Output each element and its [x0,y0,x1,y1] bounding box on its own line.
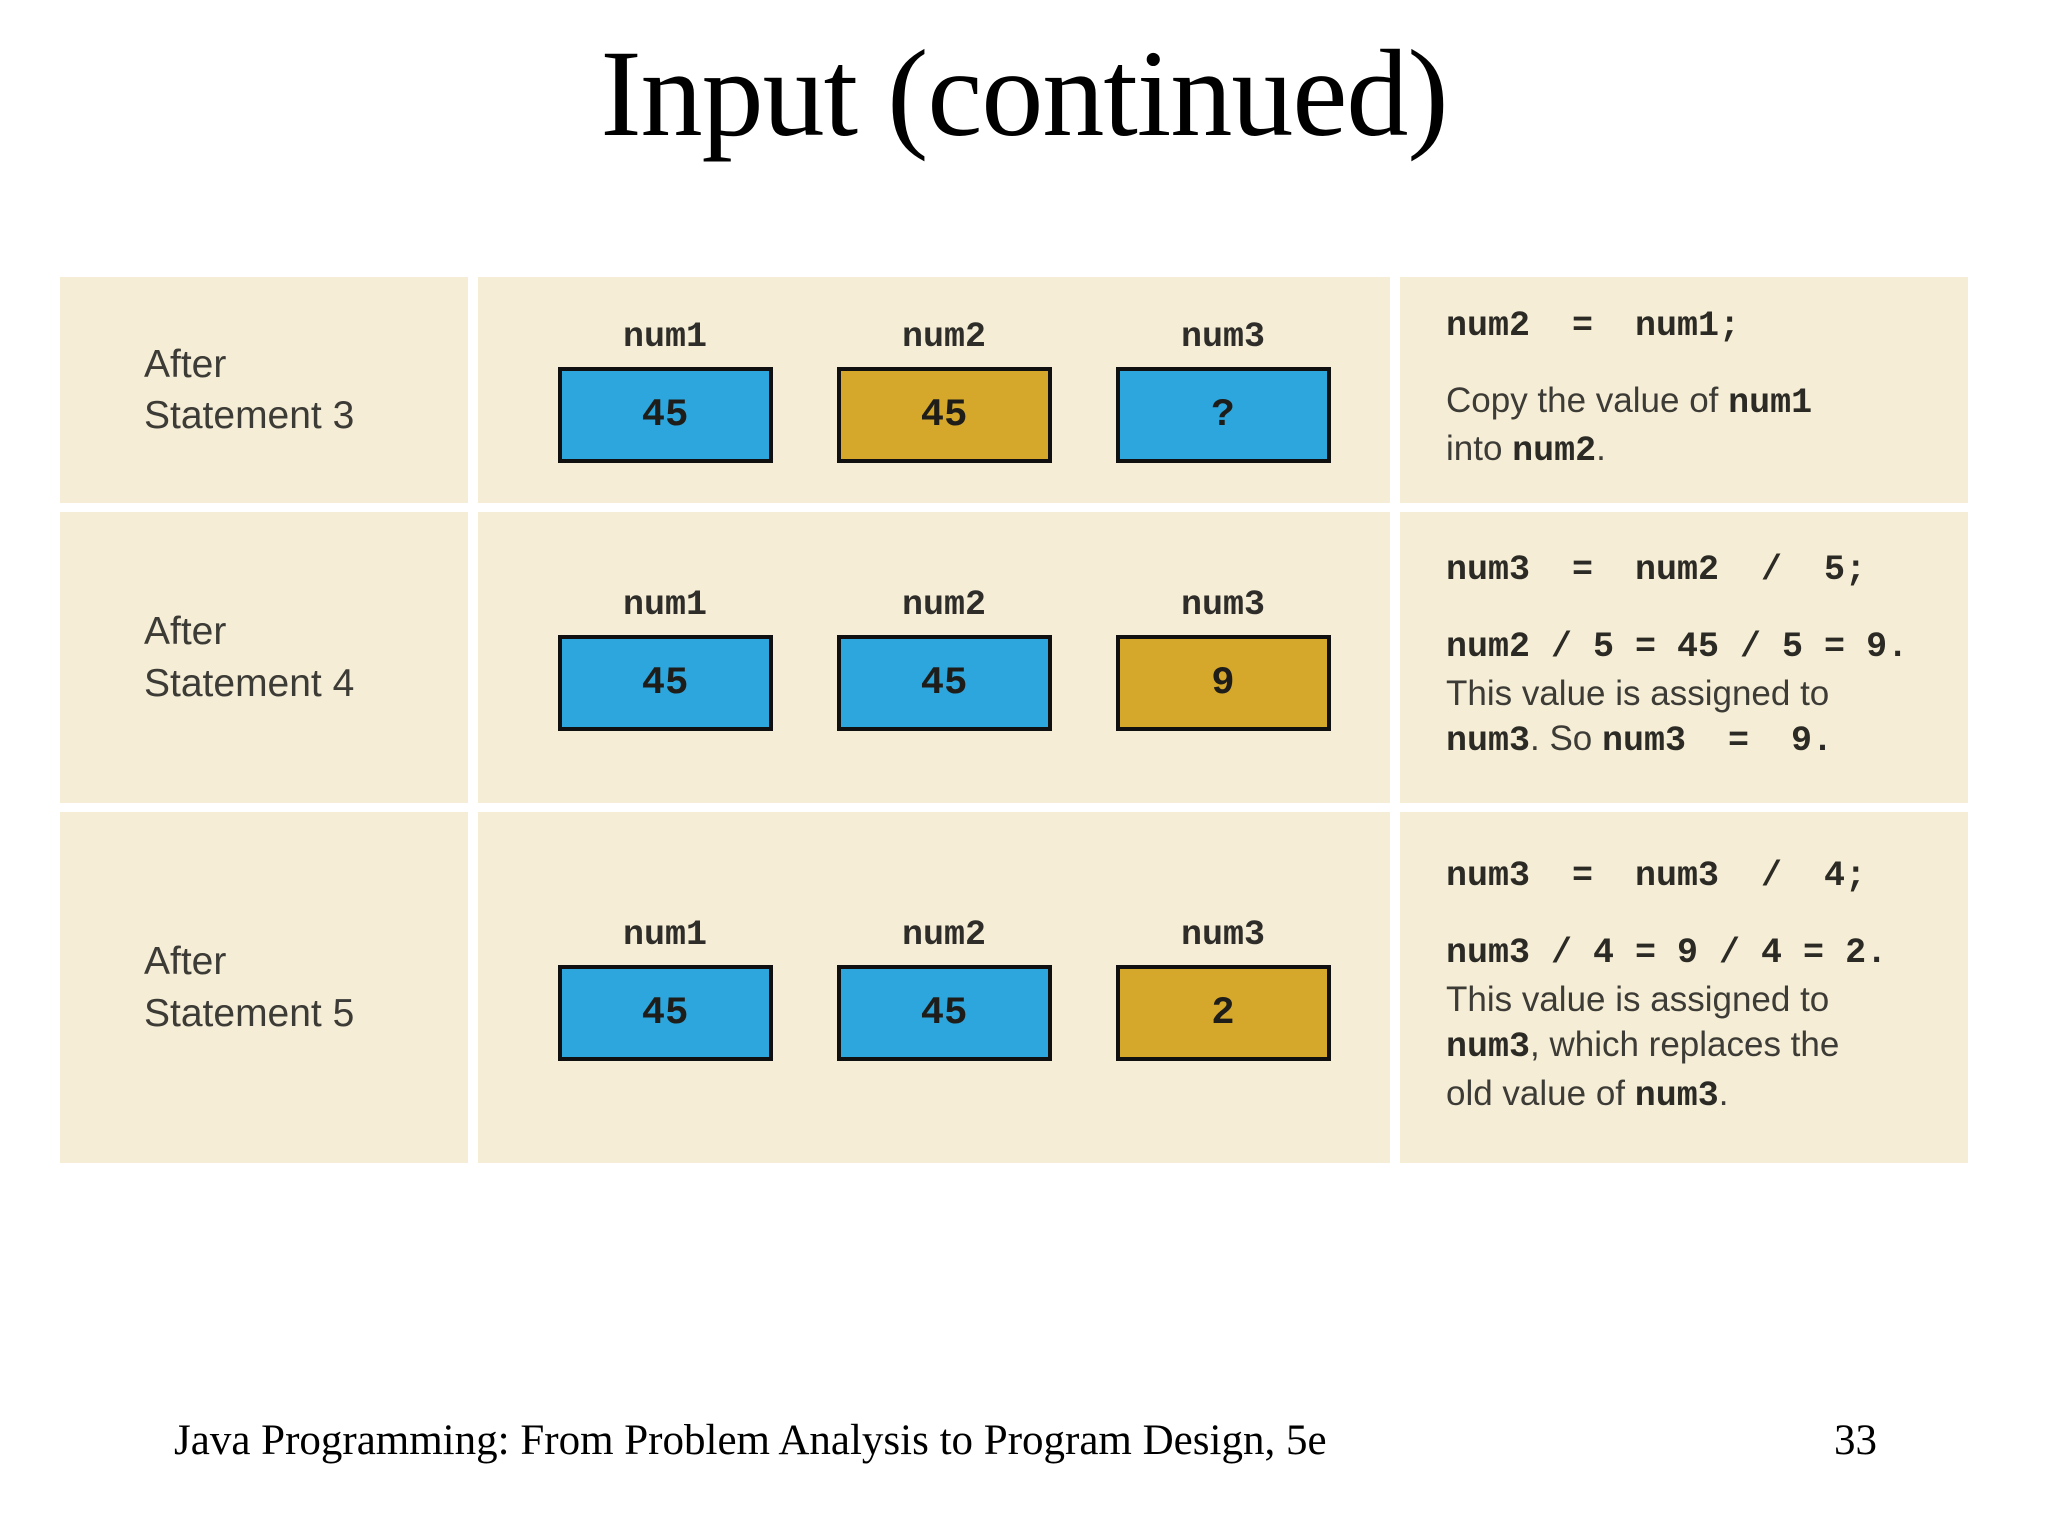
variable-value-box: 2 [1115,964,1331,1061]
variable-name-label: num3 [1180,914,1265,955]
variable-value: ? [1211,393,1235,437]
expl-segment-code: num2 / 5 = 45 / 5 = 9. [1446,627,1909,668]
row1-label-line1: After [144,342,227,386]
variable-value-box: 45 [836,367,1052,463]
row1-code-statement: num2 = num1; [1446,305,1741,346]
row2-variable-num3: num3 9 [1115,584,1331,731]
row1-variable-num2: num2 45 [836,317,1052,463]
row3-label-cell: After Statement 5 [60,812,468,1163]
row2-code-statement: num3 = num2 / 5; [1446,550,1867,591]
variable-trace-table: After Statement 3 num1 45 num2 45 num3 ? [60,277,1968,1163]
variable-value: 2 [1211,990,1235,1035]
expl-segment: old value of [1446,1073,1635,1113]
row1-variable-num1: num1 45 [557,317,773,463]
variable-value: 45 [641,393,689,437]
expl-segment: This value is assigned to [1446,979,1830,1019]
row2-variable-num1: num1 45 [557,584,773,731]
row2-variables-cell: num1 45 num2 45 num3 9 [478,512,1390,803]
row2-label-cell: After Statement 4 [60,512,468,803]
row1-variable-num3: num3 ? [1115,317,1331,463]
expl-segment-code: num3 = 9. [1602,721,1834,762]
row2-explanation-cell: num3 = num2 / 5; num2 / 5 = 45 / 5 = 9. T… [1400,512,1968,803]
variable-value: 45 [920,990,968,1035]
slide-title: Input (continued) [600,25,1448,162]
row1-explanation-text: Copy the value of num1 into num2. [1446,378,1948,475]
variable-value-box: 45 [557,367,773,463]
expl-segment: , which replaces the [1530,1025,1840,1064]
variable-name-label: num3 [1180,584,1265,625]
variable-value-box: 45 [836,964,1052,1061]
expl-segment-code: num1 [1728,382,1813,423]
variable-name-label: num2 [901,914,986,955]
variable-value: 9 [1211,660,1235,705]
variable-value-box: ? [1115,367,1331,463]
variable-name-label: num2 [901,317,986,357]
row3-variable-num2: num2 45 [836,914,1052,1061]
row1-label-line2: Statement 3 [144,394,355,437]
row3-variables-cell: num1 45 num2 45 num3 2 [478,812,1390,1163]
variable-name-label: num1 [622,584,707,625]
expl-segment: . So [1530,719,1602,759]
variable-name-label: num2 [901,584,986,625]
expl-segment: into [1446,429,1513,468]
expl-segment-code: num3 [1446,1027,1531,1067]
variable-value-box: 45 [557,964,773,1061]
row3-label: After Statement 5 [144,936,354,1039]
expl-segment: Copy the value of [1446,380,1729,420]
row1-explanation-cell: num2 = num1; Copy the value of num1 into … [1400,277,1968,503]
row3-variable-num3: num3 2 [1115,914,1331,1061]
variable-name-label: num3 [1180,317,1265,357]
variable-value: 45 [641,990,689,1035]
footer-book-title: Java Programming: From Problem Analysis … [174,1417,1327,1464]
footer-page-number: 33 [1834,1417,1877,1464]
expl-segment-code: num3 [1634,1075,1719,1116]
expl-segment: . [1596,429,1606,468]
variable-name-label: num1 [622,914,707,955]
expl-segment-code: num3 / 4 = 9 / 4 = 2. [1446,933,1888,973]
variable-value: 45 [920,393,968,437]
variable-value: 45 [641,660,689,705]
row3-code-statement: num3 = num3 / 4; [1446,856,1867,896]
row1-label: After Statement 3 [144,339,354,442]
row3-explanation-text: num3 / 4 = 9 / 4 = 2. This value is assig… [1446,928,1948,1119]
variable-value-box: 45 [836,634,1052,731]
row2-variable-num2: num2 45 [836,584,1052,731]
row1-variables-cell: num1 45 num2 45 num3 ? [478,277,1390,503]
row1-label-cell: After Statement 3 [60,277,468,503]
row2-label: After Statement 4 [144,606,354,709]
row2-explanation-text: num2 / 5 = 45 / 5 = 9. This value is assi… [1446,622,1948,765]
variable-value: 45 [920,660,968,705]
variable-name-label: num1 [622,317,707,357]
expl-segment-code: num3 [1446,721,1531,762]
expl-segment-code: num2 [1512,431,1597,471]
row3-label-line2: Statement 5 [144,991,355,1035]
expl-segment: This value is assigned to [1446,673,1830,713]
row2-label-line2: Statement 4 [144,661,355,705]
row3-variable-num1: num1 45 [557,914,773,1061]
row3-label-line1: After [144,940,227,984]
row2-label-line1: After [144,610,227,654]
expl-segment: . [1718,1073,1729,1113]
row3-explanation-cell: num3 = num3 / 4; num3 / 4 = 9 / 4 = 2. Th… [1400,812,1968,1163]
variable-value-box: 45 [557,634,773,731]
variable-value-box: 9 [1115,634,1331,731]
